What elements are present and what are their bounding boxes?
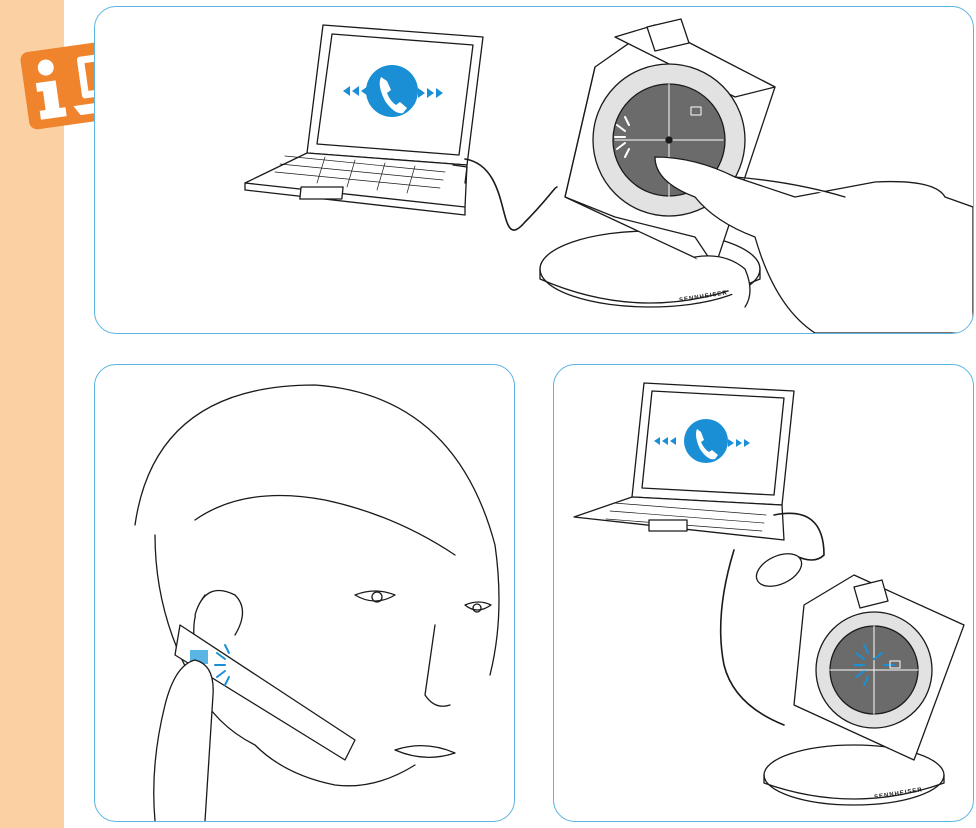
laptop-illustration [245,25,483,215]
phone-handset-icon [684,419,728,463]
finger-illustration [154,660,213,821]
panel-computer-call: SENNHEISER [553,364,974,822]
base-station-illustration [794,575,964,760]
mouse-illustration [751,547,806,593]
laptop-illustration [574,383,794,540]
panel-headset-button [94,364,515,822]
phone-handset-icon [366,65,418,117]
panel-base-station-button: SENNHEISER [94,6,974,334]
